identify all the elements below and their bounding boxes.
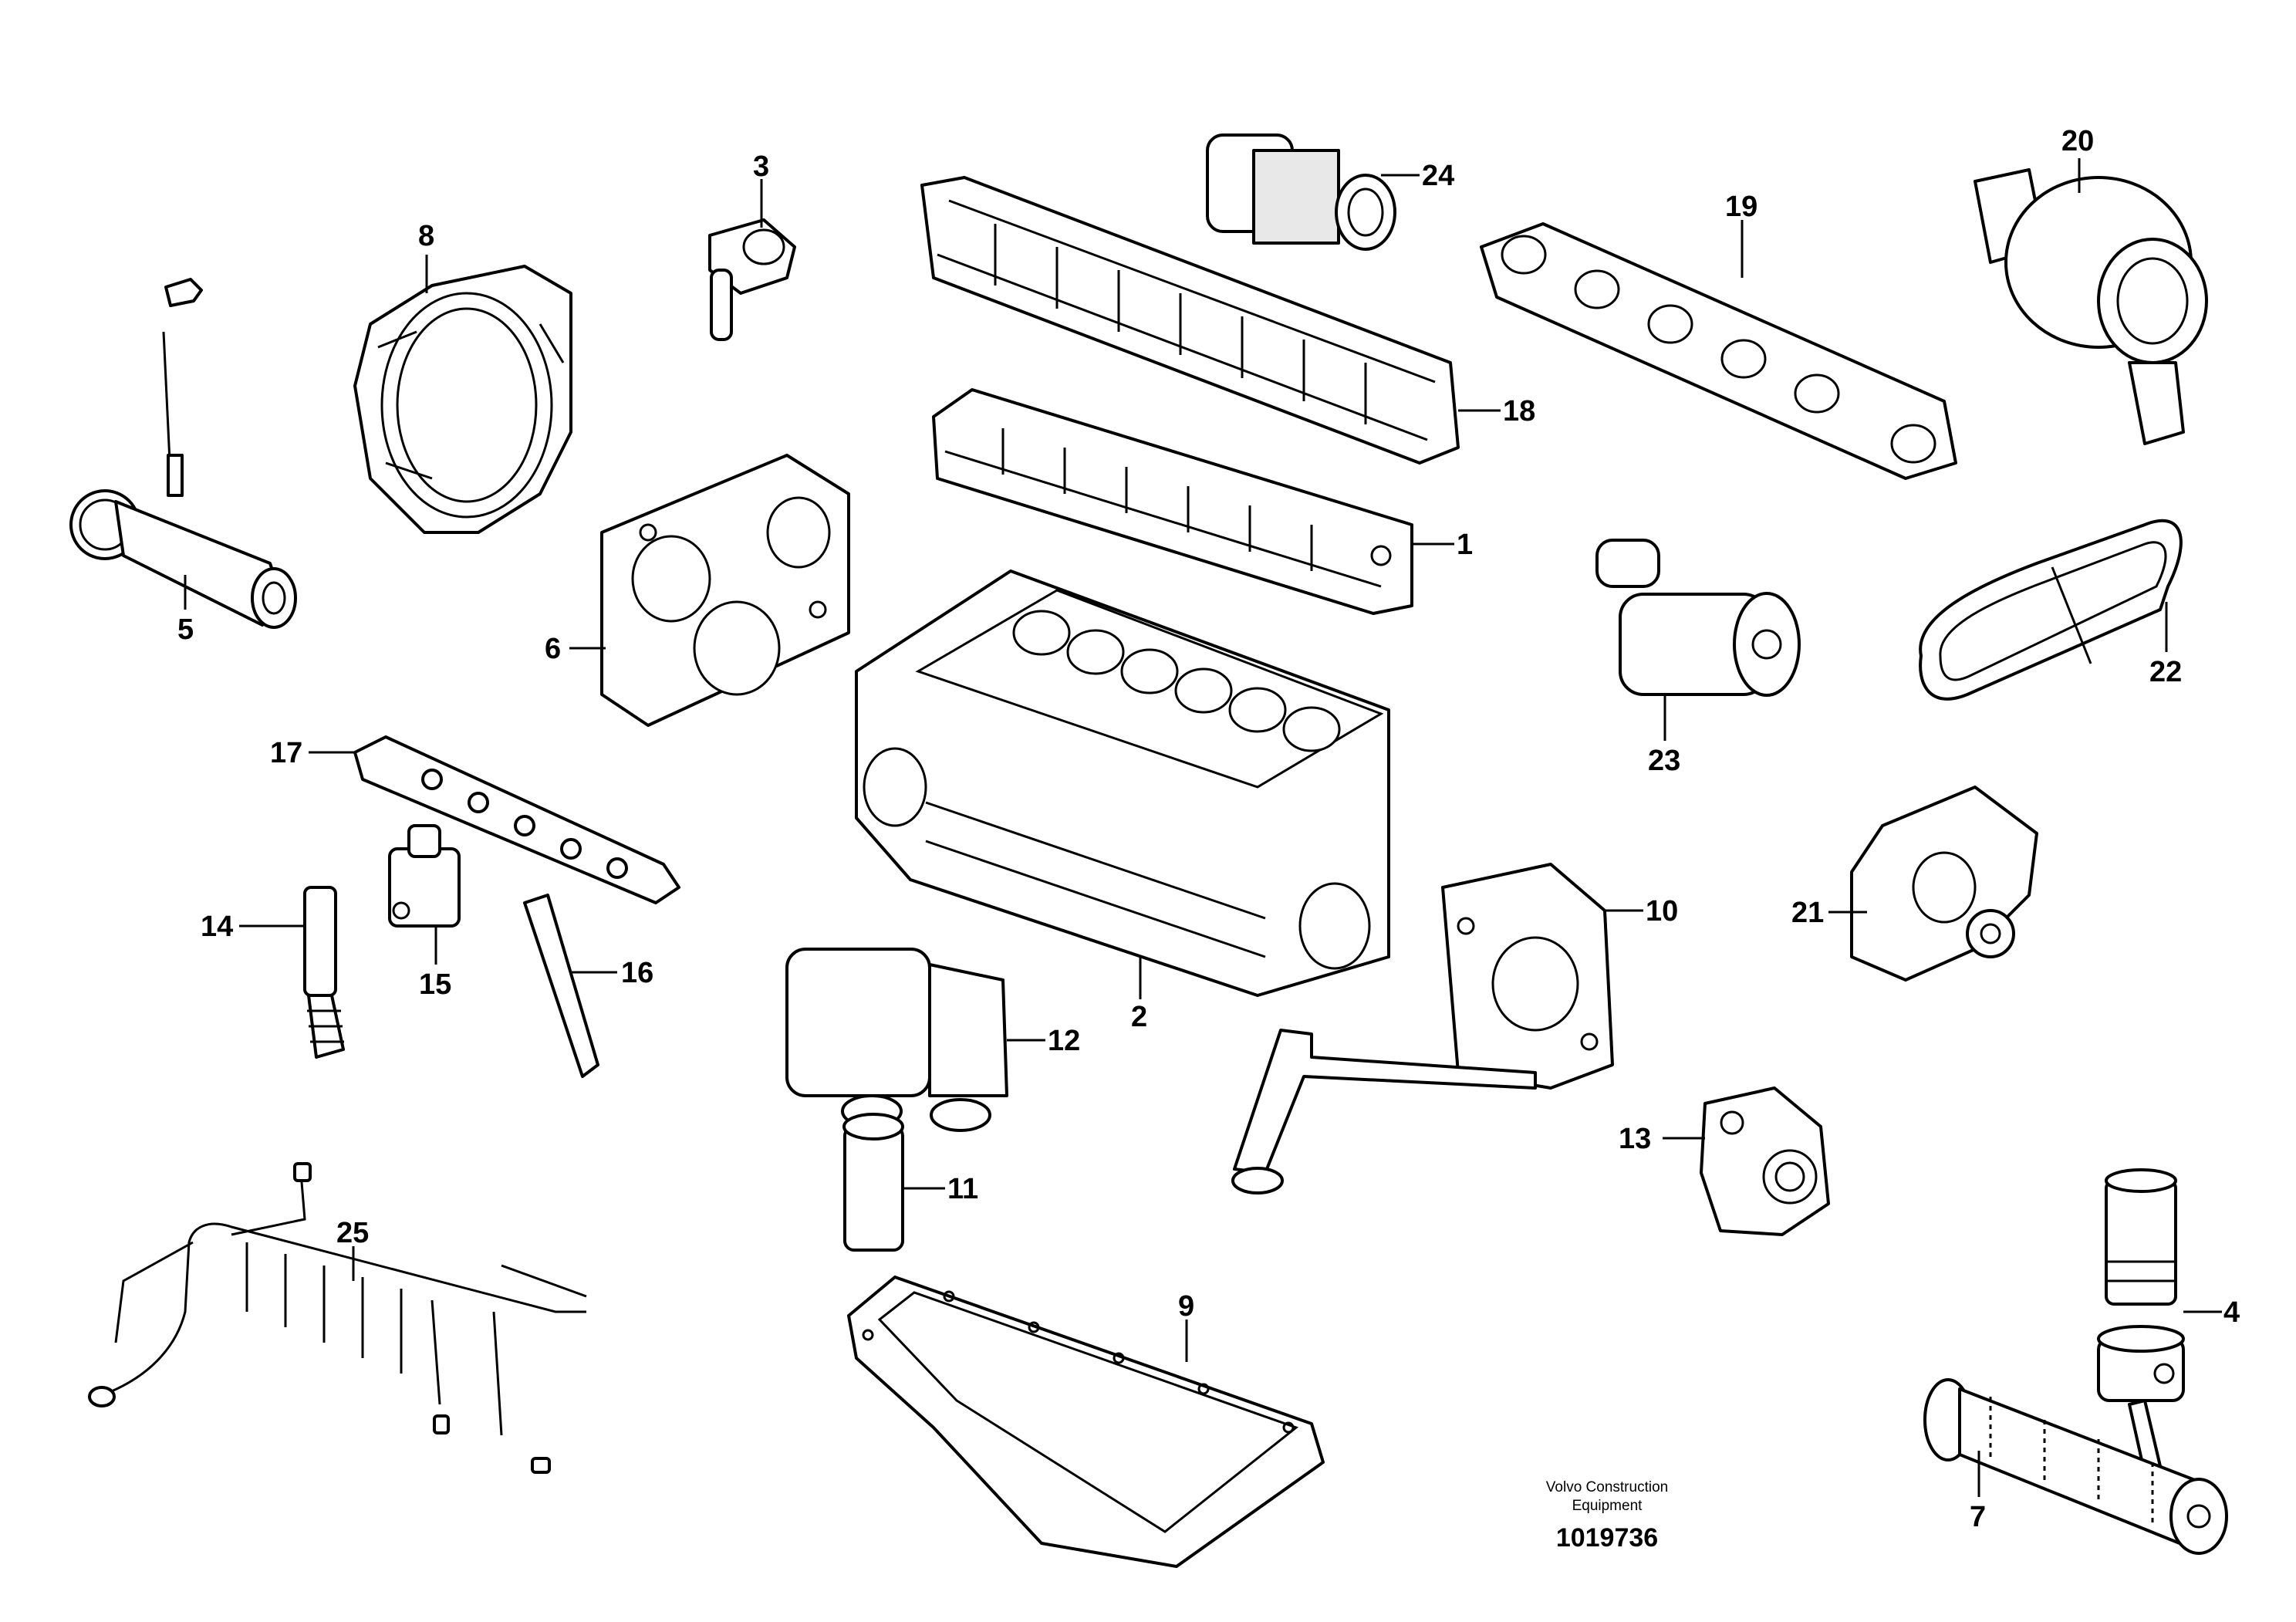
part-water-pump bbox=[1828, 786, 2038, 982]
callout-14: 14 bbox=[201, 911, 233, 943]
callout-16: 16 bbox=[621, 957, 653, 989]
callout-19: 19 bbox=[1725, 191, 1757, 223]
callout-6: 6 bbox=[545, 633, 561, 665]
part-liner-piston bbox=[2097, 1168, 2222, 1402]
callout-1: 1 bbox=[1457, 529, 1473, 561]
part-engine-block bbox=[855, 569, 1390, 999]
part-wiring-harness bbox=[88, 1162, 587, 1474]
callout-4: 4 bbox=[2223, 1296, 2240, 1329]
part-sensor bbox=[708, 179, 796, 341]
part-unit-injector bbox=[239, 886, 345, 1059]
part-oil-filter bbox=[842, 1113, 945, 1252]
footer-brand-line2: Equipment bbox=[1572, 1498, 1643, 1514]
part-valve-cover bbox=[920, 176, 1501, 465]
part-turbocharger bbox=[1974, 158, 2208, 445]
callout-22: 22 bbox=[2149, 656, 2182, 688]
callout-17: 17 bbox=[270, 737, 302, 769]
footer-brand-line1: Volvo Construction bbox=[1546, 1479, 1668, 1495]
part-actuator bbox=[1206, 133, 1420, 251]
part-drive-belt bbox=[1919, 519, 2183, 701]
part-injector bbox=[523, 894, 617, 1078]
callout-25: 25 bbox=[336, 1217, 369, 1249]
callout-labels: 1 2 3 4 5 6 7 8 9 10 11 12 13 14 15 16 1… bbox=[177, 125, 2240, 1533]
part-oil-cooler bbox=[785, 948, 1045, 1132]
part-pump bbox=[388, 824, 461, 965]
callout-23: 23 bbox=[1648, 745, 1680, 777]
part-cylinder-head bbox=[932, 388, 1454, 615]
part-suction-pipe bbox=[1231, 1029, 1537, 1195]
part-starter-motor bbox=[1595, 539, 1801, 741]
footer: Volvo Construction Equipment 1019736 bbox=[1546, 1479, 1668, 1553]
callout-11: 11 bbox=[947, 1173, 978, 1205]
part-oil-pump-housing bbox=[1441, 863, 1643, 1090]
callout-20: 20 bbox=[2061, 125, 2094, 157]
callout-8: 8 bbox=[418, 220, 434, 252]
part-fuel-rail bbox=[309, 735, 680, 904]
part-thermostat-housing bbox=[1663, 1086, 1830, 1236]
callout-9: 9 bbox=[1178, 1290, 1194, 1323]
figure-number: 1019736 bbox=[1556, 1523, 1658, 1553]
callout-18: 18 bbox=[1503, 395, 1535, 427]
callout-13: 13 bbox=[1619, 1123, 1651, 1155]
callout-12: 12 bbox=[1048, 1025, 1080, 1057]
part-crankshaft bbox=[1923, 1378, 2228, 1555]
callout-5: 5 bbox=[177, 613, 194, 646]
callout-21: 21 bbox=[1791, 897, 1824, 929]
callout-7: 7 bbox=[1970, 1501, 1986, 1533]
callout-24: 24 bbox=[1422, 160, 1454, 192]
part-timing-cover bbox=[569, 454, 850, 727]
part-flywheel-housing bbox=[353, 255, 572, 534]
part-camshaft bbox=[69, 278, 297, 629]
callout-3: 3 bbox=[753, 150, 769, 183]
part-exhaust-manifold bbox=[1480, 220, 1957, 480]
callout-10: 10 bbox=[1646, 895, 1678, 928]
callout-15: 15 bbox=[419, 968, 451, 1001]
part-oil-sump bbox=[847, 1276, 1325, 1568]
callout-2: 2 bbox=[1131, 1001, 1147, 1033]
